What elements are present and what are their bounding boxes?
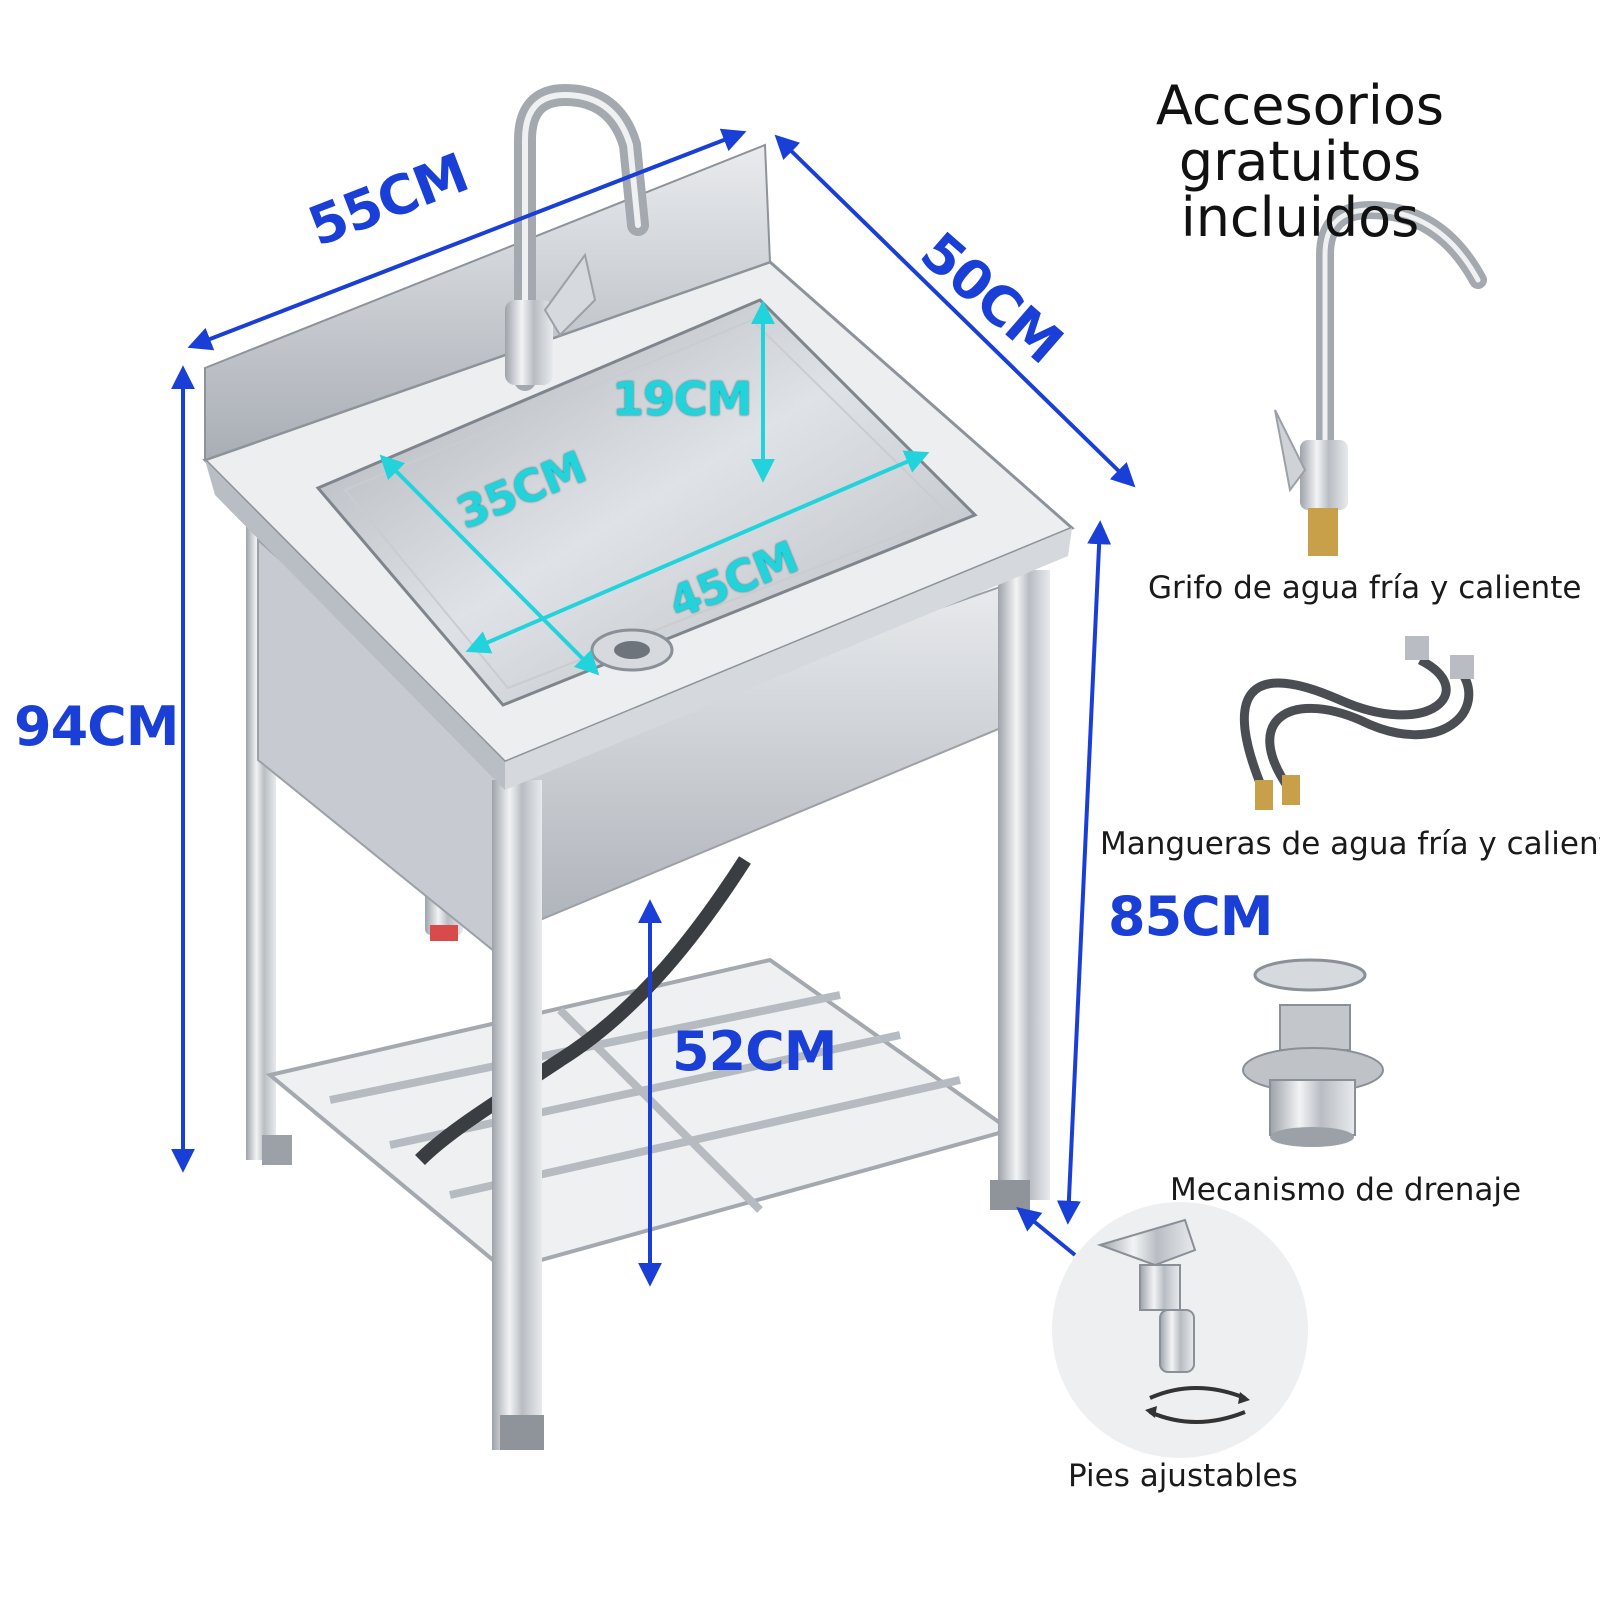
counter-height-arrow bbox=[1056, 520, 1112, 1225]
feet-pointer-arrow bbox=[1016, 1206, 1077, 1257]
basin-depth-label: 19CM bbox=[612, 372, 753, 426]
accessory-label-feet: Pies ajustables bbox=[1068, 1458, 1298, 1494]
accessory-label-drain: Mecanismo de drenaje bbox=[1170, 1172, 1522, 1208]
accessory-label-faucet: Grifo de agua fría y caliente bbox=[1148, 570, 1582, 606]
lower-shelf bbox=[265, 957, 1015, 1273]
counter-height-label: 85CM bbox=[1108, 885, 1274, 948]
faucet-accessory-image bbox=[1274, 200, 1487, 556]
depth-arrow bbox=[774, 134, 1136, 488]
shelf-height-label: 52CM bbox=[672, 1020, 838, 1083]
drain-hose bbox=[415, 856, 751, 1165]
countertop-edge bbox=[205, 460, 505, 790]
rotate-icon bbox=[1149, 1386, 1246, 1424]
accessories-title-line1: Accesorios gratuitos bbox=[1155, 74, 1445, 193]
front-left-leg bbox=[492, 780, 542, 1450]
hoses-accessory-image bbox=[1239, 636, 1474, 810]
accessories-title-line2: incluidos bbox=[1180, 186, 1420, 249]
width-arrow bbox=[187, 128, 747, 351]
basin-length-arrow bbox=[465, 450, 930, 654]
accessories-title: Accesorios gratuitos incluidos bbox=[1040, 78, 1560, 246]
total-height-label: 94CM bbox=[14, 695, 180, 758]
adjustable-feet-image bbox=[1052, 1202, 1308, 1458]
drain-accessory-image bbox=[1242, 958, 1384, 1147]
front-right-leg bbox=[998, 570, 1050, 1200]
accessory-label-hoses: Mangueras de agua fría y caliente bbox=[1100, 826, 1600, 862]
